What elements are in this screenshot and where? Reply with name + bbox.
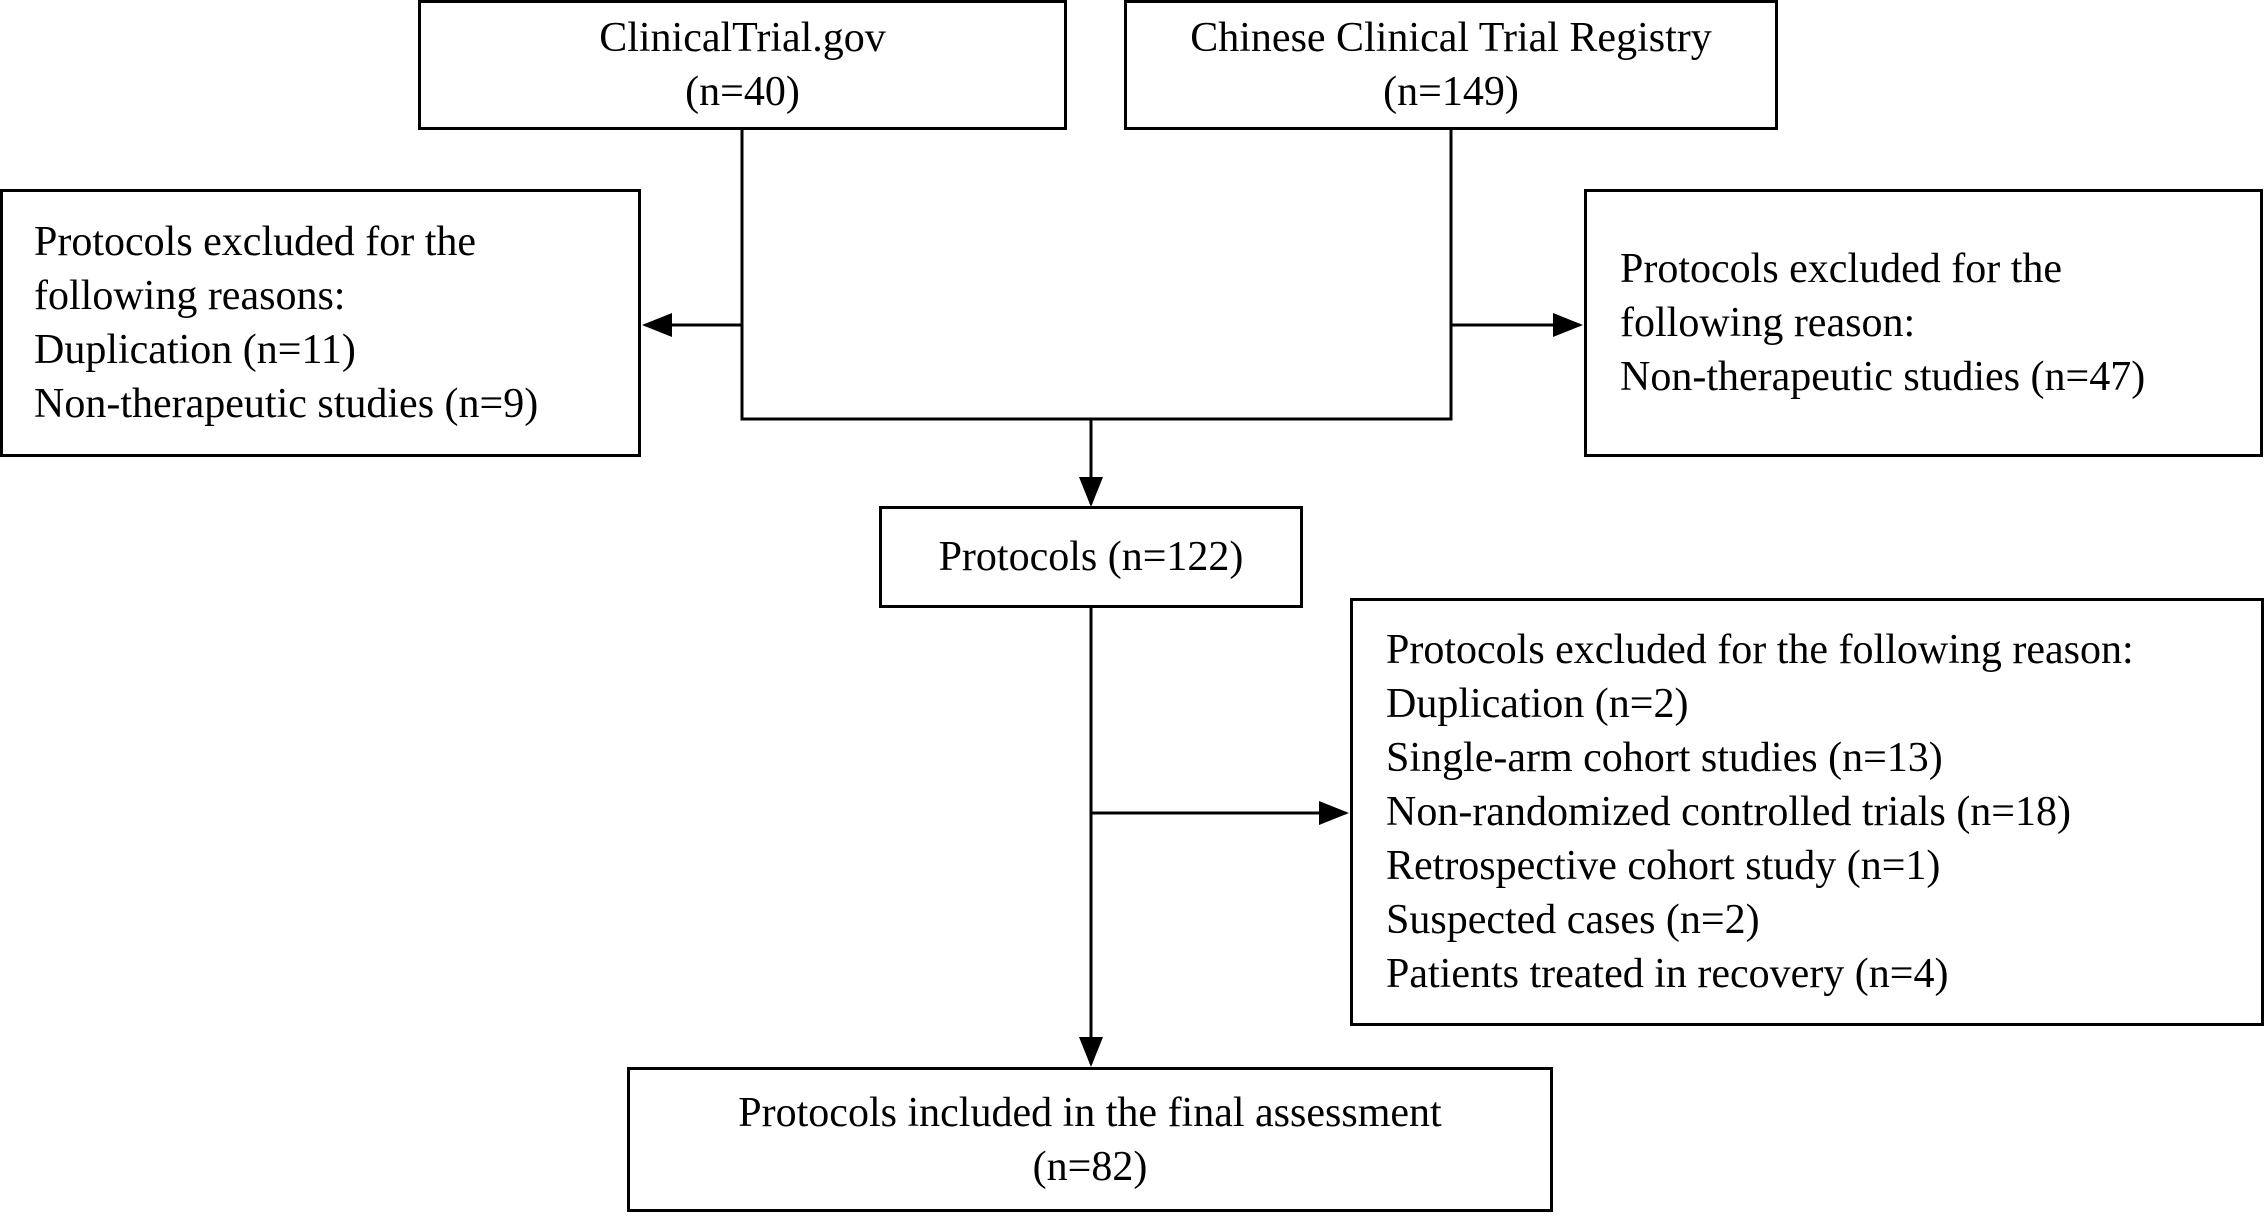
exclusion-second-line: Non-randomized controlled trials (n=18) <box>1386 789 2071 835</box>
source-clinicaltrials-count: (n=40) <box>685 69 800 115</box>
exclusion-left-line: Non-therapeutic studies (n=9) <box>34 381 539 427</box>
exclusion-right-box: Protocols excluded for the following rea… <box>1584 189 2263 457</box>
exclusion-left-box: Protocols excluded for the following rea… <box>0 189 641 457</box>
exclusion-right-line: Non-therapeutic studies (n=47) <box>1620 354 2146 400</box>
source-clinicaltrials-title: ClinicalTrial.gov <box>599 15 886 61</box>
exclusion-second-line: Patients treated in recovery (n=4) <box>1386 951 1949 997</box>
exclusion-left-line: following reasons: <box>34 273 346 319</box>
source-chictr-title: Chinese Clinical Trial Registry <box>1190 15 1712 61</box>
source-chictr-box: Chinese Clinical Trial Registry (n=149) <box>1124 0 1778 130</box>
exclusion-second-line: Duplication (n=2) <box>1386 681 1689 727</box>
exclusion-left-line: Protocols excluded for the <box>34 219 477 265</box>
merge-bracket <box>740 128 1453 421</box>
source-chictr-count: (n=149) <box>1383 69 1519 115</box>
final-assessment-title: Protocols included in the final assessme… <box>738 1089 1442 1136</box>
exclusion-right-line: following reason: <box>1620 300 1916 346</box>
final-assessment-count: (n=82) <box>1032 1143 1148 1190</box>
source-clinicaltrials-box: ClinicalTrial.gov (n=40) <box>418 0 1067 130</box>
pooled-protocols-label: Protocols (n=122) <box>938 534 1244 580</box>
final-assessment-box: Protocols included in the final assessme… <box>627 1067 1553 1212</box>
exclusion-right-line: Protocols excluded for the <box>1620 246 2063 292</box>
exclusion-second-line: Retrospective cohort study (n=1) <box>1386 843 1941 889</box>
exclusion-second-line: Suspected cases (n=2) <box>1386 897 1760 943</box>
exclusion-second-box: Protocols excluded for the following rea… <box>1350 598 2264 1026</box>
exclusion-second-line: Protocols excluded for the following rea… <box>1386 627 2134 673</box>
exclusion-second-line: Single-arm cohort studies (n=13) <box>1386 735 1943 781</box>
exclusion-left-line: Duplication (n=11) <box>34 327 356 373</box>
pooled-protocols-box: Protocols (n=122) <box>879 506 1303 608</box>
